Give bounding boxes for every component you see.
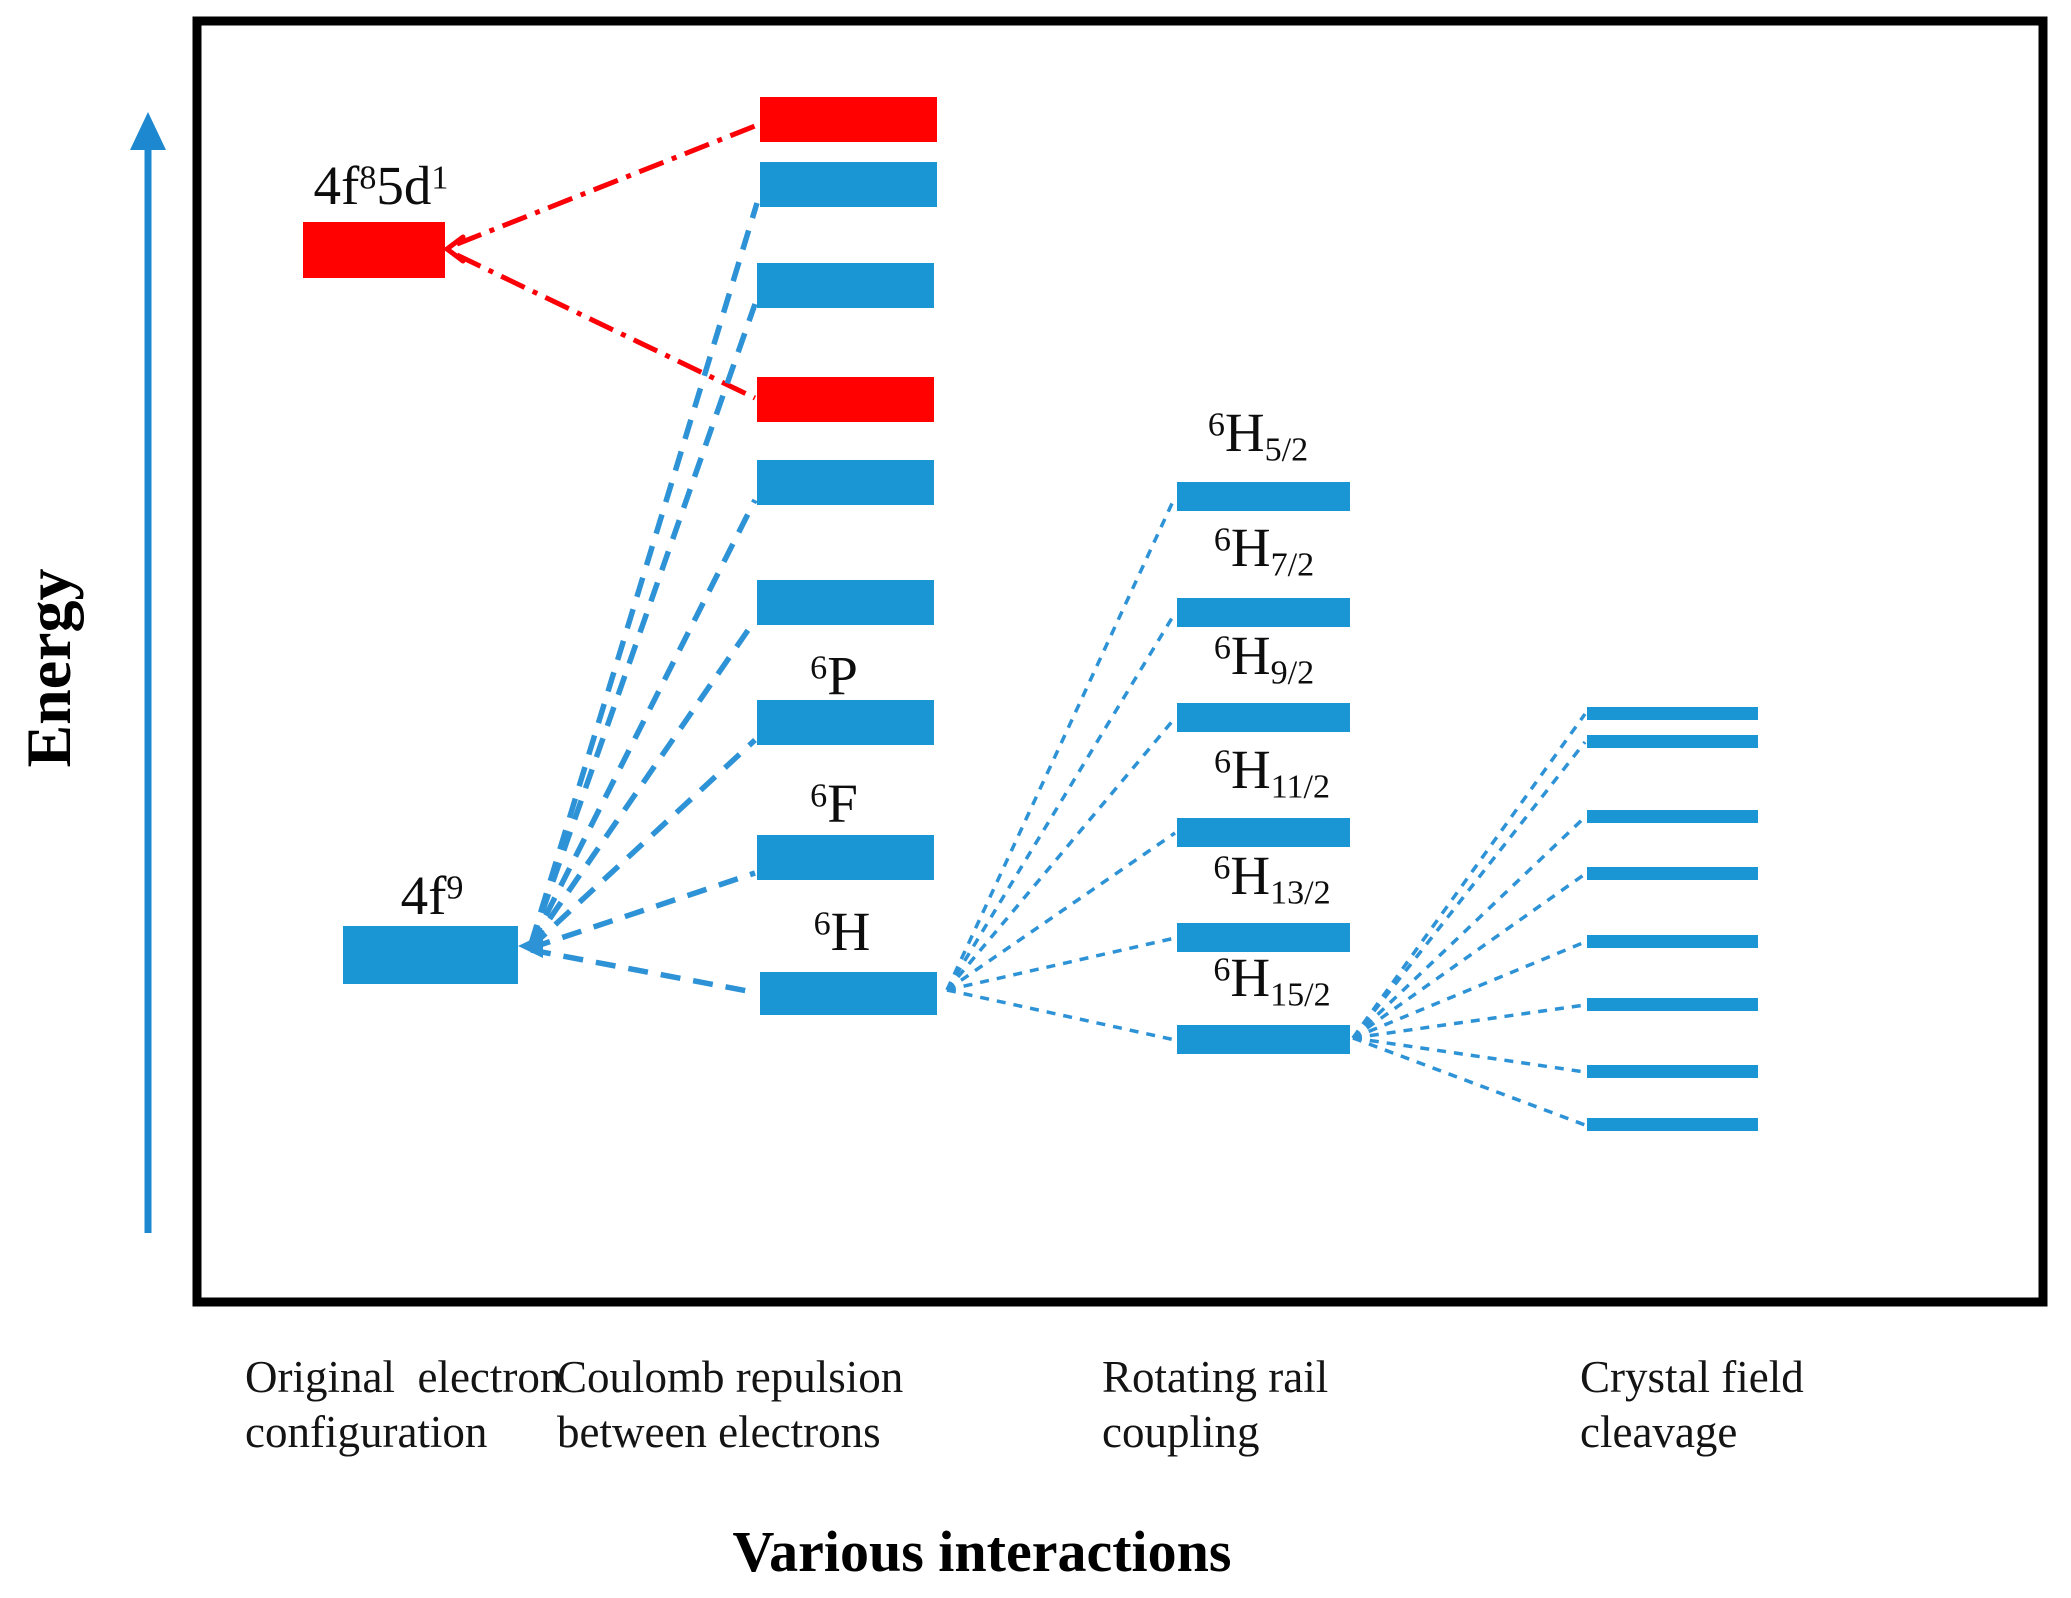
label-6H15-2: 6H15/2 (1213, 947, 1331, 1014)
split-connector-line (945, 716, 1177, 992)
split-connector-line (528, 498, 758, 947)
energy-level-bar-stark-7 (1587, 1065, 1758, 1078)
label-6H9-2: 6H9/2 (1213, 625, 1315, 692)
plot-frame (192, 16, 2048, 1307)
energy-level-bar-j-6H15-2 (1177, 1025, 1350, 1054)
x-axis-title: Various interactions (732, 1519, 1232, 1584)
label-4f9: 4f9 (400, 865, 464, 926)
blue-fan-arrowhead (518, 934, 543, 958)
split-connector-line (1352, 1036, 1586, 1127)
caption-crystal-field-cleavage: Crystal field cleavage (1580, 1352, 1804, 1457)
energy-level-bar-stark-8 (1587, 1118, 1758, 1131)
split-connector-line (1352, 1003, 1586, 1040)
red-fan-arrowhead (442, 234, 466, 264)
split-connector-line (1351, 872, 1587, 1040)
energy-level-bar-j-6H9-2 (1177, 703, 1350, 732)
energy-level-bar-j-6H11-2 (1177, 818, 1350, 847)
label-6H13-2: 6H13/2 (1213, 845, 1331, 912)
energy-level-bar-j-6H7-2 (1177, 598, 1350, 627)
split-connector-line (1351, 815, 1587, 1040)
label-6F: 6F (810, 773, 858, 834)
split-connector-line (946, 936, 1176, 992)
split-connector-line (1351, 740, 1587, 1040)
label-6H: 6H (813, 901, 871, 962)
energy-arrow-head-icon (130, 112, 166, 150)
split-connector-line (529, 737, 757, 950)
split-connector-line (530, 870, 756, 951)
label-6H7-2: 6H7/2 (1213, 517, 1315, 584)
split-connector-line (945, 612, 1177, 991)
energy-level-bar-stark-5 (1587, 935, 1758, 948)
split-connector-line (530, 947, 759, 996)
energy-level-bar-term-blue-4 (757, 580, 934, 625)
split-connector-line (1352, 940, 1586, 1040)
energy-level-bar-stark-4 (1587, 867, 1758, 880)
energy-level-bar-term-6H (760, 972, 937, 1015)
label-6H11-2: 6H11/2 (1213, 739, 1331, 806)
split-connector-line (456, 123, 756, 247)
energy-level-bar-cfg-4f9 (343, 926, 518, 984)
split-connector-line (528, 202, 760, 945)
energy-level-bar-term-blue-3 (757, 460, 934, 505)
energy-level-bar-term-6P (757, 700, 934, 745)
energy-level-bar-term-red-2 (757, 377, 934, 422)
energy-level-bar-cfg-4f85d1 (303, 222, 445, 278)
energy-level-bar-term-6F (757, 835, 934, 880)
energy-level-bar-stark-3 (1587, 810, 1758, 823)
split-connector-line (1352, 1036, 1586, 1074)
energy-level-bar-stark-1 (1587, 707, 1758, 720)
caption-rotating-rail-coupling: Rotating rail coupling (1102, 1352, 1329, 1457)
split-connector-line (946, 831, 1176, 992)
split-connector-line (946, 988, 1176, 1042)
energy-level-bar-stark-6 (1587, 998, 1758, 1011)
energy-level-bar-stark-2 (1587, 735, 1758, 748)
label-4f85d1: 4f85d1 (313, 155, 449, 216)
split-connector-line (945, 496, 1177, 991)
energy-level-bar-j-6H13-2 (1177, 923, 1350, 952)
energy-level-bar-term-red-1 (760, 97, 937, 142)
label-6P: 6P (810, 645, 858, 706)
split-connector-line (528, 618, 758, 948)
split-connector-line (528, 303, 758, 945)
caption-coulomb-repulsion: Coulomb repulsion between electrons (557, 1352, 904, 1457)
split-connector-line (455, 252, 757, 401)
caption-original-electron-configuration: Original electron configuration (245, 1352, 563, 1457)
energy-level-bar-term-blue-2 (757, 263, 934, 308)
energy-level-bar-j-6H5-2 (1177, 482, 1350, 511)
energy-axis-label: Energy (13, 568, 84, 768)
label-6H5-2: 6H5/2 (1207, 402, 1309, 469)
energy-level-bar-term-blue-1 (760, 162, 937, 207)
